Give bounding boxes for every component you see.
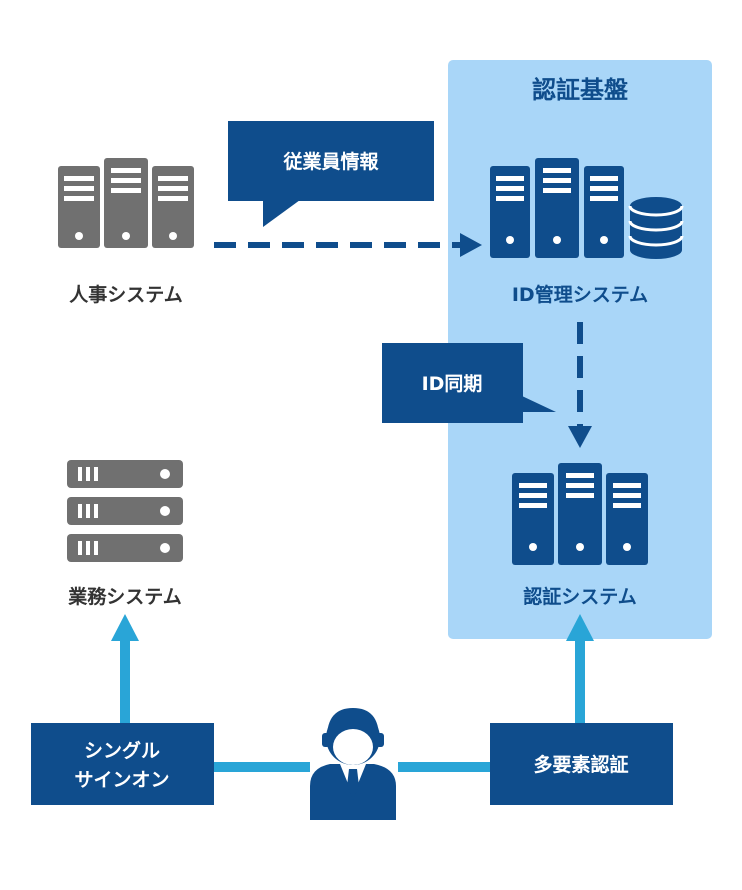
user-to-mfa-line [398,762,492,772]
business-system-label: 業務システム [67,585,181,608]
business-server-details [78,467,170,555]
user-to-sso-line [214,762,310,772]
user-icon [310,708,396,820]
employee-info-arrowhead [460,233,482,257]
hr-system-label: 人事システム [69,283,182,306]
mfa-arrow-line [575,636,585,724]
mfa-arrowhead [566,614,594,641]
id-management-server-details [496,168,618,244]
id-sync-arrowhead [568,426,592,448]
mfa-box [490,723,673,805]
auth-system-label: 認証システム [523,585,636,608]
mfa-text: 多要素認証 [533,753,628,776]
database-icon [628,205,684,247]
id-sync-text: ID同期 [422,373,483,395]
employee-info-callout [228,121,434,227]
sso-text-line1: シングル [84,739,160,762]
id-sync-callout [382,343,556,423]
sso-box [31,723,214,805]
employee-info-text: 従業員情報 [282,150,379,173]
id-management-label: ID管理システム [512,283,648,306]
hr-server-details [64,168,188,240]
auth-server-details [519,473,641,551]
auth-platform-title: 認証基盤 [532,76,629,104]
sso-text-line2: サインオン [74,769,169,791]
sso-arrowhead [111,614,139,641]
sso-arrow-line [120,636,130,724]
